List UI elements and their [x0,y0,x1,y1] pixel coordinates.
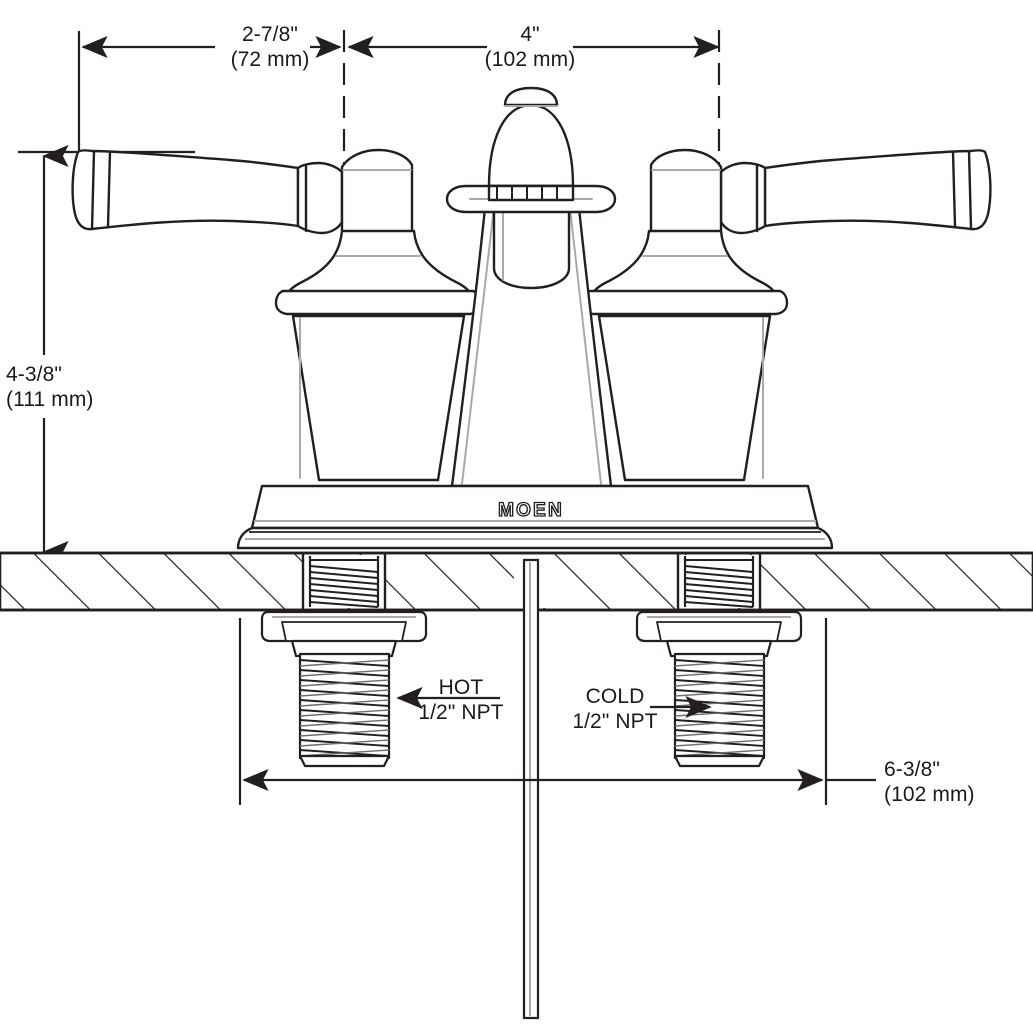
handle-right-lever-seam1 [967,149,973,231]
handle-left-lever-seam2 [106,150,112,228]
escutcheon-baseplate [236,484,834,550]
spout-dome-top-tab [503,86,559,107]
spout-dome [487,103,575,188]
shank-hot [260,556,428,768]
handle-left-lever-seam1 [90,149,96,231]
shank-cold-collar [665,639,773,658]
handle-right [580,148,992,482]
dim-label-spread-imperial: 6-3/8" [884,758,940,781]
handle-right-lever [763,149,992,231]
dim-label-center-to-center: 4" (102 mm) [450,22,610,72]
dim-label-handle-to-center-metric: (72 mm) [230,48,310,71]
handle-left-collar [296,161,344,235]
dim-label-height: 4-3/8" (111 mm) [6,362,136,412]
dim-label-height-metric: (111 mm) [6,388,94,411]
shank-cold-nut-inner [656,621,782,642]
moen-logo: MOEN [498,500,564,521]
callout-hot-line2: 1/2" NPT [418,701,504,724]
shank-hot-upper-threads [309,559,379,608]
handle-right-collar [719,161,767,235]
shank-hot-thread-end [298,754,391,768]
dim-label-spread: 6-3/8" (102 mm) [884,757,1033,807]
handle-left-lever [71,149,300,231]
callout-cold: COLD 1/2" NPT [560,684,670,734]
dimension-top-group [77,31,720,155]
shank-hot-collar [290,639,398,658]
callout-hot: HOT 1/2" NPT [406,675,516,725]
callout-hot-line1: HOT [438,676,484,699]
handle-left [71,148,483,482]
spout-body-shade-r [567,189,602,485]
dim-label-spread-metric: (102 mm) [884,783,975,806]
callout-cold-line2: 1/2" NPT [572,710,658,733]
handle-right-base-ring [580,289,789,316]
dimension-spread-group [238,618,876,805]
dim-label-handle-to-center: 2-7/8" (72 mm) [190,22,350,72]
spout-assembly [445,86,617,488]
shank-hot-nut-inner [281,621,407,642]
shank-cold-upper-threads [684,559,754,608]
callout-cold-line1: COLD [585,685,645,708]
handle-right-column [597,314,772,482]
spout-aerator-barrel [492,198,571,290]
shank-cold-threads [674,659,765,757]
handle-left-skirt [285,229,473,299]
countertop-section [0,551,1033,612]
shank-hot-threads [299,659,390,757]
handle-left-base-ring [274,289,483,316]
dim-label-center-to-center-metric: (102 mm) [484,48,576,71]
spout-body-shade-l [461,189,497,485]
callout-leaders [396,687,712,718]
shank-cold-thread-end [673,754,766,768]
dim-label-handle-to-center-imperial: 2-7/8" [242,23,298,46]
handle-left-column [291,314,466,482]
spout-screen-band [487,184,575,202]
handle-right-skirt [590,229,778,299]
shank-cold [635,556,803,768]
dim-label-height-imperial: 4-3/8" [6,363,62,386]
dim-label-center-to-center-imperial: 4" [520,23,540,46]
handle-right-lever-seam2 [951,150,957,228]
lift-rod [522,558,540,1020]
